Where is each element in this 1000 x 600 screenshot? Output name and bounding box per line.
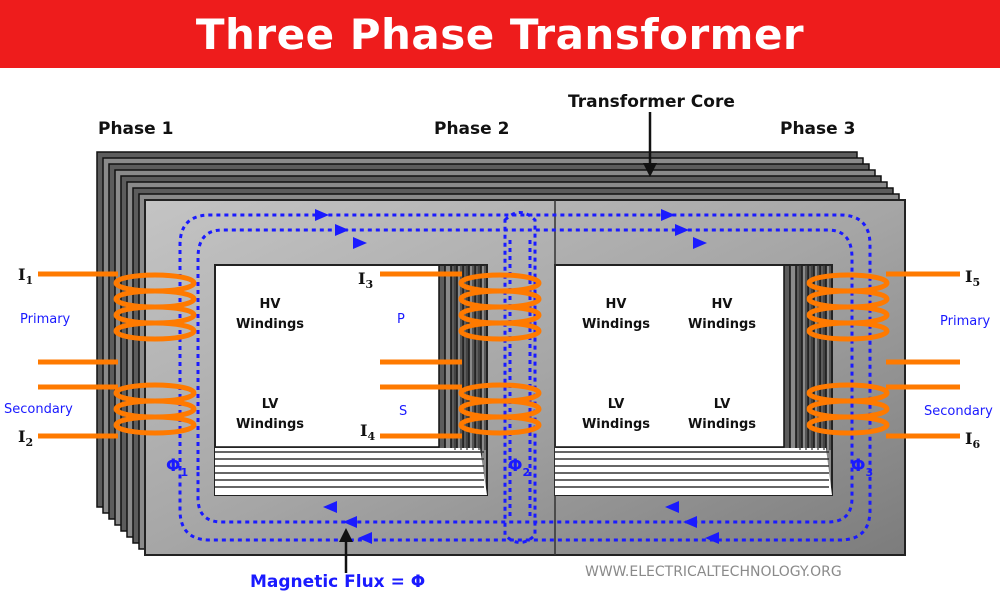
current-i6-label: I6 [965,429,980,451]
flux-arrow [705,532,719,544]
flux-arrow [675,224,689,236]
flux-caption-pointer [339,528,353,573]
phase2-label: Phase 2 [434,119,509,139]
title-banner: Three Phase Transformer [0,0,1000,68]
flux-phi2-label: Φ2 [508,456,530,479]
coil-turn [458,414,542,436]
flux-arrow [358,532,372,544]
primary-label-left: Primary [20,312,71,327]
flux-arrow [323,501,337,513]
coil-winding [806,272,890,342]
core-label: Transformer Core [568,92,735,112]
website-watermark: WWW.ELECTRICALTECHNOLOGY.ORG [585,564,842,580]
lv-label-2: LV [608,397,625,412]
magnetic-flux-paths [178,211,872,544]
flux-arrow [315,209,329,221]
flux-arrow [353,237,367,249]
coil-winding [113,272,197,342]
hv-label-1: HV [260,297,281,312]
coil-turn [806,414,890,436]
current-i5-label: I5 [965,267,980,289]
coil-winding [806,382,890,436]
hv-windings-label-3: Windings [688,317,756,332]
diagram-title: Three Phase Transformer [195,9,805,59]
flux-arrow [693,237,707,249]
hv-label-3: HV [712,297,733,312]
secondary-label-right: Secondary [924,404,993,419]
lv-windings-label-3: Windings [688,417,756,432]
windings-group [38,271,960,439]
coil-winding [458,382,542,436]
flux-arrow [683,516,697,528]
primary-label-right: Primary [940,314,991,329]
flux-arrow [661,209,675,221]
flux-phi1-label: Φ1 [166,456,188,479]
secondary-label-left: Secondary [4,402,73,417]
flux-direction-arrows [315,209,719,544]
current-i4-label: I4 [360,421,375,443]
coil-turn [458,320,542,342]
lv-label-3: LV [714,397,731,412]
flux-phi3-label: Φ3 [851,456,873,479]
secondary-s-label: S [399,404,407,419]
hv-windings-label-1: Windings [236,317,304,332]
phase1-label: Phase 1 [98,119,173,139]
primary-p-label: P [397,312,405,327]
hv-windings-label-2: Windings [582,317,650,332]
flux-arrow [343,516,357,528]
coil-turn [113,414,197,436]
coil-winding [113,382,197,436]
current-i2-label: I2 [18,427,33,449]
coil-turn [113,320,197,342]
flux-arrow [665,501,679,513]
coil-turn [806,320,890,342]
flux-arrow [335,224,349,236]
current-i1-label: I1 [18,265,33,287]
coil-winding [458,272,542,342]
magnetic-flux-caption: Magnetic Flux = Φ [250,572,425,592]
lv-windings-label-2: Windings [582,417,650,432]
lv-label-1: LV [262,397,279,412]
lv-windings-label-1: Windings [236,417,304,432]
phase3-label: Phase 3 [780,119,855,139]
hv-label-2: HV [606,297,627,312]
core-pointer-arrow [643,112,657,177]
current-i3-label: I3 [358,269,373,291]
